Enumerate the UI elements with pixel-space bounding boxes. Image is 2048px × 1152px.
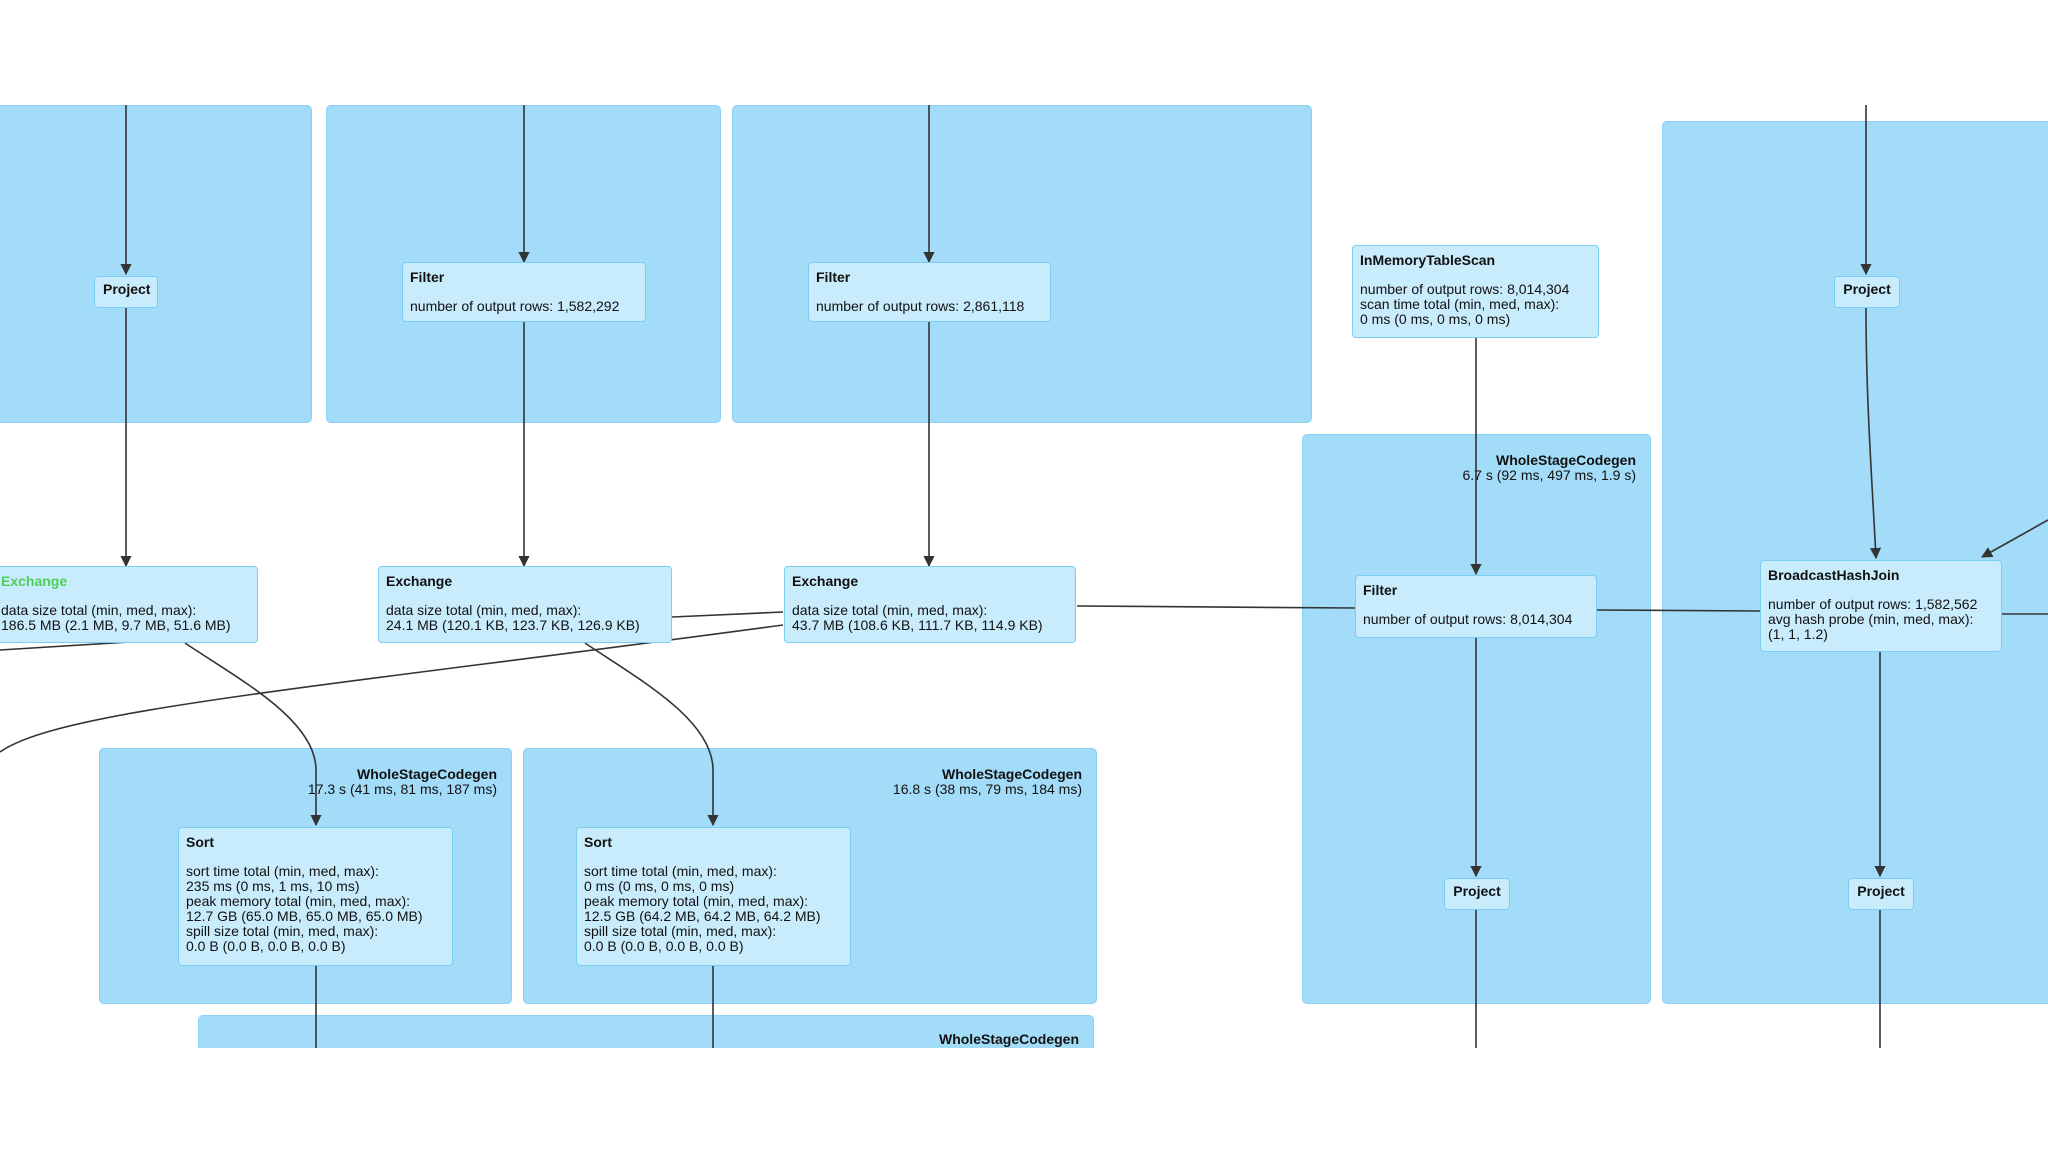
cluster-name: WholeStageCodegen	[938, 1031, 1079, 1047]
metric: avg hash probe (min, med, max):	[1768, 611, 1974, 627]
metric: sort time total (min, med, max):	[584, 863, 777, 879]
metric: number of output rows: 1,582,562	[1768, 596, 1978, 612]
metric: 186.5 MB (2.1 MB, 9.7 MB, 51.6 MB)	[1, 617, 231, 633]
node-title: BroadcastHashJoin	[1768, 567, 1900, 583]
edge	[0, 624, 784, 753]
metric: sort time total (min, med, max):	[186, 863, 379, 879]
node-exchange[interactable]: Exchange data size total (min, med, max)…	[0, 566, 258, 643]
edge	[671, 611, 784, 618]
cluster-name: WholeStageCodegen	[1495, 452, 1636, 468]
node-title: Filter	[410, 269, 445, 285]
node-title: InMemoryTableScan	[1360, 252, 1496, 268]
node-title: Filter	[816, 269, 851, 285]
cluster-label: WholeStageCodegen 6.7 s (92 ms, 497 ms, …	[1462, 453, 1636, 483]
node-title: Project	[103, 281, 151, 297]
node-project[interactable]: Project	[1444, 878, 1510, 910]
node-project[interactable]: Project	[94, 276, 158, 308]
metric: 0.0 B (0.0 B, 0.0 B, 0.0 B)	[186, 938, 346, 954]
cluster-detail: 16.8 s (38 ms, 79 ms, 184 ms)	[892, 781, 1082, 797]
cluster-detail: 6.7 s (92 ms, 497 ms, 1.9 s)	[1462, 467, 1636, 483]
metric: number of output rows: 8,014,304	[1360, 281, 1570, 297]
metric: scan time total (min, med, max):	[1360, 296, 1560, 312]
node-title: Project	[1843, 281, 1891, 297]
cluster-wholestagecodegen-filter: WholeStageCodegen 6.7 s (92 ms, 497 ms, …	[1302, 434, 1651, 1004]
metric: peak memory total (min, med, max):	[584, 893, 809, 909]
metric: 24.1 MB (120.1 KB, 123.7 KB, 126.9 KB)	[386, 617, 640, 633]
node-project[interactable]: Project	[1848, 878, 1914, 910]
metric: 0 ms (0 ms, 0 ms, 0 ms)	[1360, 311, 1511, 327]
metric: data size total (min, med, max):	[1, 602, 197, 618]
metric: 12.5 GB (64.2 MB, 64.2 MB, 64.2 MB)	[584, 908, 821, 924]
node-title: Exchange	[386, 573, 453, 589]
cluster-label: WholeStageCodegen 17.3 s (41 ms, 81 ms, …	[308, 767, 497, 797]
node-filter[interactable]: Filter number of output rows: 2,861,118	[808, 262, 1051, 322]
canvas-bottom-margin	[0, 1048, 2048, 1152]
node-project[interactable]: Project	[1834, 276, 1900, 308]
metric: data size total (min, med, max):	[386, 602, 582, 618]
node-filter[interactable]: Filter number of output rows: 1,582,292	[402, 262, 646, 322]
cluster-name: WholeStageCodegen	[356, 766, 497, 782]
node-title: Exchange	[792, 573, 859, 589]
node-title: Sort	[584, 834, 612, 850]
metric: 235 ms (0 ms, 1 ms, 10 ms)	[186, 878, 360, 894]
node-title: Filter	[1363, 582, 1398, 598]
cluster-label: WholeStageCodegen	[939, 1032, 1079, 1047]
node-sort[interactable]: Sort sort time total (min, med, max): 23…	[178, 827, 453, 966]
metric: number of output rows: 2,861,118	[816, 298, 1025, 314]
cluster-detail: 17.3 s (41 ms, 81 ms, 187 ms)	[307, 781, 497, 797]
node-broadcasthashjoin[interactable]: BroadcastHashJoin number of output rows:…	[1760, 560, 2002, 652]
metric: (1, 1, 1.2)	[1768, 626, 1828, 642]
metric: data size total (min, med, max):	[792, 602, 988, 618]
cluster-stage-a	[0, 105, 312, 423]
metric: number of output rows: 8,014,304	[1363, 611, 1573, 627]
node-title: Project	[1857, 883, 1905, 899]
metric: 0.0 B (0.0 B, 0.0 B, 0.0 B)	[584, 938, 744, 954]
metric: number of output rows: 1,582,292	[410, 298, 620, 314]
node-title: Project	[1453, 883, 1501, 899]
cluster-label: WholeStageCodegen 16.8 s (38 ms, 79 ms, …	[893, 767, 1082, 797]
metric: 43.7 MB (108.6 KB, 111.7 KB, 114.9 KB)	[792, 617, 1043, 633]
node-exchange[interactable]: Exchange data size total (min, med, max)…	[784, 566, 1076, 643]
node-inmemorytablescan[interactable]: InMemoryTableScan number of output rows:…	[1352, 245, 1599, 338]
node-title: Exchange	[1, 573, 68, 589]
metric: peak memory total (min, med, max):	[186, 893, 411, 909]
metric: spill size total (min, med, max):	[584, 923, 777, 939]
node-filter[interactable]: Filter number of output rows: 8,014,304	[1355, 575, 1597, 638]
node-sort[interactable]: Sort sort time total (min, med, max): 0 …	[576, 827, 851, 966]
metric: 0 ms (0 ms, 0 ms, 0 ms)	[584, 878, 735, 894]
node-title: Sort	[186, 834, 214, 850]
node-exchange[interactable]: Exchange data size total (min, med, max)…	[378, 566, 672, 643]
metric: 12.7 GB (65.0 MB, 65.0 MB, 65.0 MB)	[186, 908, 423, 924]
cluster-name: WholeStageCodegen	[941, 766, 1082, 782]
metric: spill size total (min, med, max):	[186, 923, 379, 939]
